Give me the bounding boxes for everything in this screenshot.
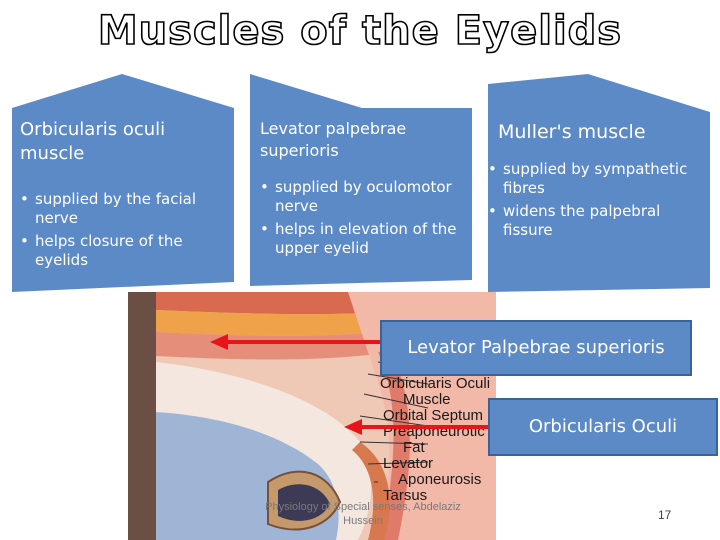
bullet-item: helps closure of the eyelids — [20, 232, 230, 270]
orbicularis-arrow — [344, 419, 492, 435]
footer-credit: Physiology of Special senses, Abdelaziz … — [265, 501, 461, 527]
bullet-item: widens the palpebral fissure — [488, 202, 700, 240]
page-number: 17 — [658, 508, 672, 522]
card-levator: Levator palpebrae superioris supplied by… — [250, 74, 472, 292]
card-muller: Muller's muscle supplied by sympathetic … — [488, 74, 710, 292]
card-orbicularis: Orbicularis oculi muscle supplied by the… — [12, 74, 234, 292]
bullet-item: supplied by sympathetic fibres — [488, 160, 700, 198]
diagram-label: Tarsus — [383, 487, 427, 504]
diagram-label: Aponeurosis — [398, 471, 481, 488]
diagram-label: Orbital Septum — [383, 407, 483, 424]
bullet-item: helps in elevation of the upper eyelid — [260, 220, 460, 258]
card-bullet-list: supplied by the facial nerve helps closu… — [20, 190, 230, 274]
slide-title: Muscles of the Eyelids — [97, 7, 623, 55]
levator-arrow — [210, 334, 388, 350]
diagram-label: Muscle — [403, 391, 451, 408]
diagram-label: Levator — [383, 455, 433, 472]
callout-levator: Levator Palpebrae superioris — [380, 320, 692, 376]
card-heading: Levator palpebrae superioris — [260, 119, 407, 160]
bullet-item: supplied by the facial nerve — [20, 190, 230, 228]
diagram-label: Fat — [403, 439, 426, 456]
diagram-label: Orbicularis Oculi — [380, 375, 490, 392]
card-bullet-list: supplied by sympathetic fibres widens th… — [488, 160, 700, 244]
card-heading: Muller's muscle — [498, 121, 646, 143]
callout-orbicularis: Orbicularis Oculi — [488, 398, 718, 456]
card-bullet-list: supplied by oculomotor nerve helps in el… — [260, 178, 460, 262]
card-heading: Orbicularis oculi muscle — [20, 119, 166, 164]
bullet-item: supplied by oculomotor nerve — [260, 178, 460, 216]
